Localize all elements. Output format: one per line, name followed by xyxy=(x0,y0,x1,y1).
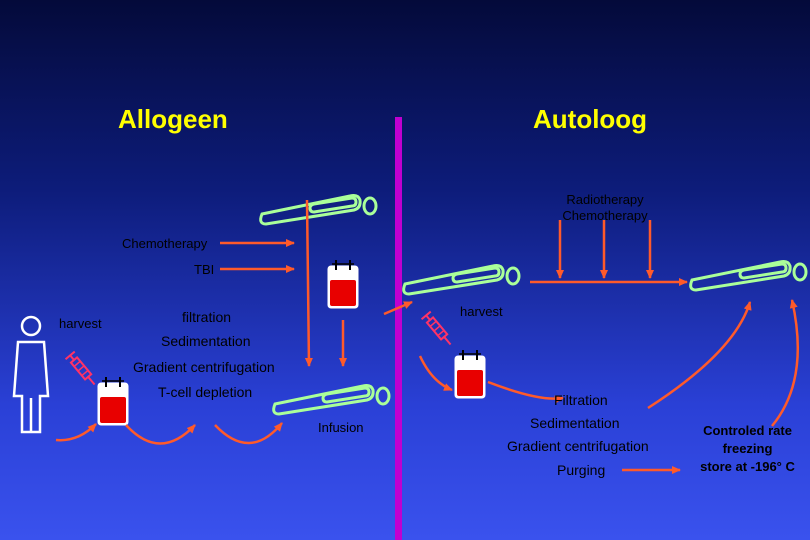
arrow-freeze-up xyxy=(771,299,800,427)
label-filtration: filtration xyxy=(182,309,232,325)
arrow-curve-2 xyxy=(125,424,196,445)
arrow-bag-down-right xyxy=(487,380,564,404)
label-infusion: Infusion xyxy=(318,420,364,435)
syringe-icon xyxy=(420,310,457,350)
patient-bed-icon xyxy=(259,194,378,226)
label-radio-chemo: Radiotherapy Chemotherapy xyxy=(540,192,670,224)
label-sedimentation: Sedimentation xyxy=(161,333,251,349)
label-harvest-left: harvest xyxy=(59,316,102,331)
patient-bed-icon xyxy=(689,260,808,292)
title-autoloog: Autoloog xyxy=(533,104,648,134)
arrow-syringe-bag xyxy=(418,355,453,392)
arrow-curve-3 xyxy=(214,422,283,445)
label-freezing: Controled rate freezing store at -196° C xyxy=(690,422,805,476)
label-tcell-depletion: T-cell depletion xyxy=(158,384,253,400)
label-sedimentation-right: Sedimentation xyxy=(530,415,620,431)
arrow-curve-1 xyxy=(55,423,97,442)
label-store-temp: store at -196° C xyxy=(700,459,795,474)
label-tbi: TBI xyxy=(194,262,215,277)
label-chemotherapy: Chemotherapy xyxy=(122,236,208,251)
title-allogeen: Allogeen xyxy=(118,104,228,134)
patient-bed-icon xyxy=(402,264,521,296)
label-harvest-right: harvest xyxy=(460,304,503,319)
divider-line xyxy=(395,117,402,540)
patient-bed-icon xyxy=(272,384,391,416)
arrow-down-left xyxy=(304,199,313,367)
label-freezing-word: freezing xyxy=(722,441,773,456)
blood-bag-icon xyxy=(454,349,486,399)
label-purging: Purging xyxy=(557,462,606,478)
label-radiotherapy: Radiotherapy xyxy=(566,192,644,207)
label-controled-rate: Controled rate xyxy=(703,423,792,438)
label-gradient-centrifugation: Gradient centrifugation xyxy=(133,359,275,375)
label-chemotherapy-right: Chemotherapy xyxy=(562,208,648,223)
blood-bag-icon xyxy=(327,259,359,309)
blood-bag-icon xyxy=(97,376,129,426)
label-filtration-right: Filtration xyxy=(554,392,608,408)
label-gradient-right: Gradient centrifugation xyxy=(507,438,649,454)
syringe-icon xyxy=(64,350,101,390)
arrow-harvest-up xyxy=(383,300,413,316)
person-icon xyxy=(12,315,50,434)
arrow-up-curve xyxy=(647,301,752,410)
